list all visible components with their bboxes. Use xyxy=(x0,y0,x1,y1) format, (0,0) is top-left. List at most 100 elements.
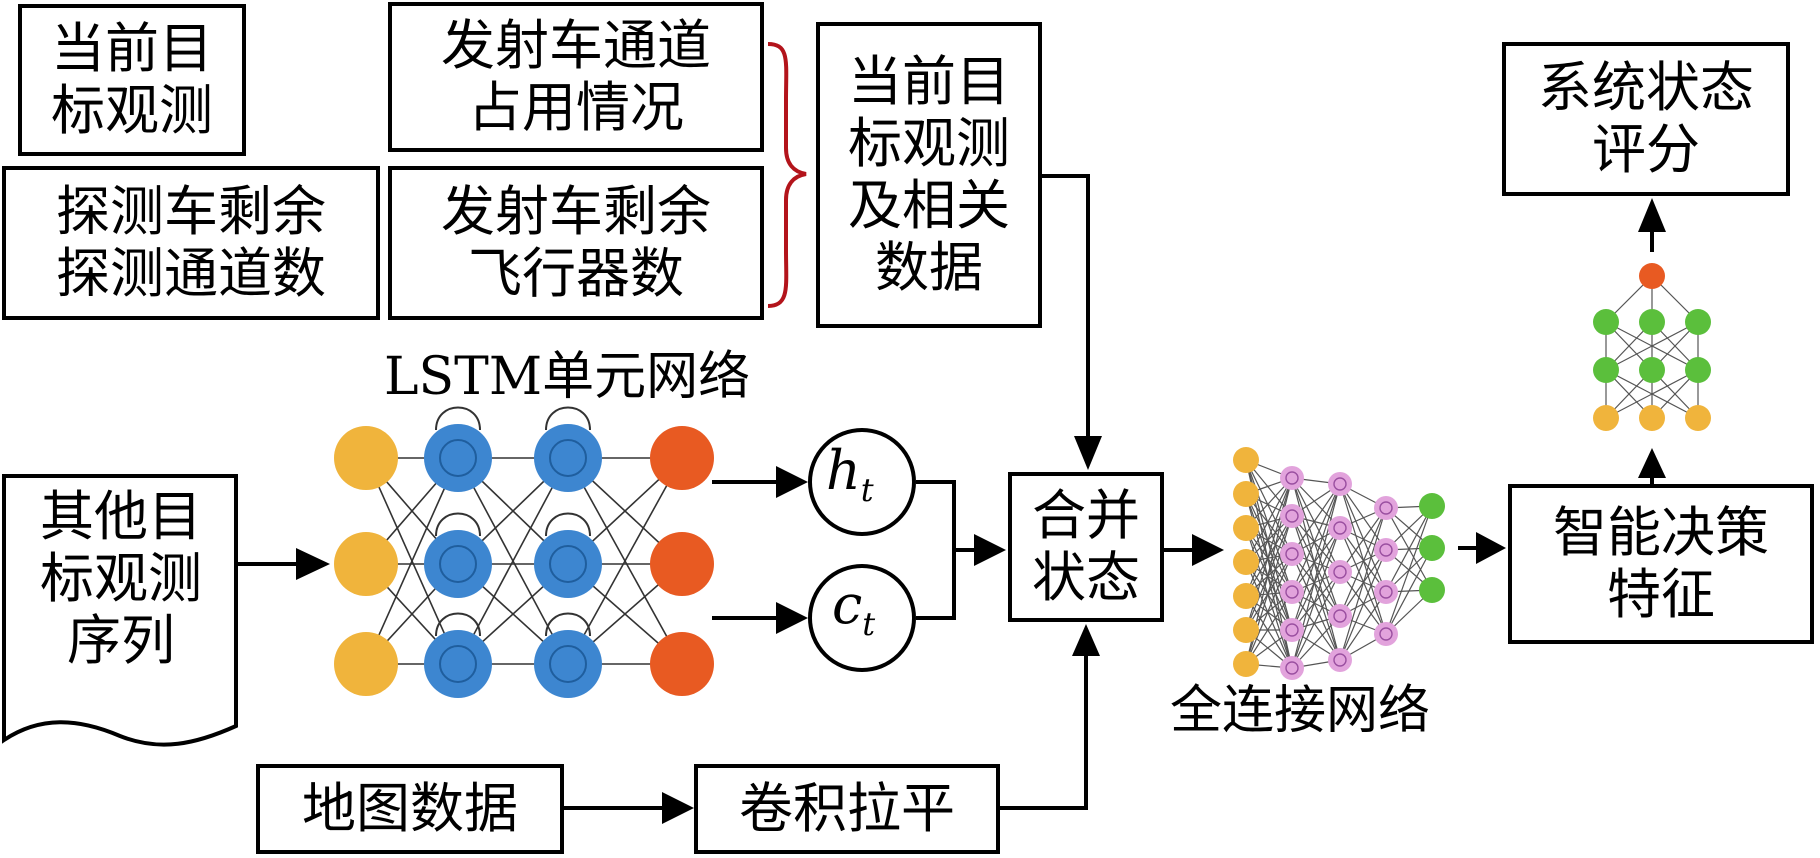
fc-input-node xyxy=(1233,583,1259,609)
network-edge xyxy=(1339,507,1387,617)
ct-var: c xyxy=(832,573,863,636)
lstm-input-node xyxy=(334,426,398,490)
lstm-cell-ring xyxy=(549,439,587,477)
box-line: 标观测 xyxy=(848,112,1010,175)
lstm-output-node xyxy=(650,532,714,596)
box-line: 序列 xyxy=(67,609,175,672)
fc-hidden-node xyxy=(1280,618,1304,642)
network-edge xyxy=(1385,547,1433,635)
lstm-cell-node xyxy=(534,424,602,492)
box-line: 飞行器数 xyxy=(468,242,684,305)
current-observation-and-related-data-box: 当前目 标观测 及相关 数据 xyxy=(816,22,1042,328)
network-edge xyxy=(1245,493,1293,631)
fc-input-node xyxy=(1233,447,1259,473)
score-hidden-node xyxy=(1639,357,1665,383)
fc-hidden-ring xyxy=(1379,501,1393,515)
score-network xyxy=(1593,263,1711,431)
arrowhead xyxy=(776,466,808,498)
network-edge xyxy=(1339,483,1387,593)
box-line: 卷积拉平 xyxy=(739,777,955,840)
arrowhead xyxy=(662,792,694,824)
system-state-score-box: 系统状态 评分 xyxy=(1502,42,1790,196)
ct-sub: t xyxy=(862,604,876,643)
arrowhead xyxy=(1638,448,1666,478)
fc-hidden-ring xyxy=(1285,509,1299,523)
network-edge xyxy=(1291,477,1341,573)
recurrent-loop xyxy=(545,406,591,431)
lstm-cell-node xyxy=(424,630,492,698)
network-edge xyxy=(1291,553,1341,661)
fc-output-node xyxy=(1419,535,1445,561)
network-edge xyxy=(1245,527,1293,593)
launch-vehicle-remaining-aircraft-box: 发射车剩余 飞行器数 xyxy=(388,166,764,320)
recurrent-loop xyxy=(435,612,481,637)
ct-label: ct xyxy=(832,574,875,655)
fc-hidden-node xyxy=(1280,580,1304,604)
fc-hidden-node xyxy=(1280,542,1304,566)
score-input-node xyxy=(1593,405,1619,431)
other-observation-sequence-text: 其他目 标观测 序列 xyxy=(8,486,234,672)
arrowhead xyxy=(1192,534,1224,566)
lstm-input-node xyxy=(334,632,398,696)
fc-input-node xyxy=(1233,651,1259,677)
network-edge xyxy=(1245,477,1293,563)
box-line: 占用情况 xyxy=(468,76,684,139)
box-line: 标观测 xyxy=(51,79,213,142)
current-target-observation-box: 当前目 标观测 xyxy=(18,4,246,156)
score-output-node xyxy=(1639,263,1665,289)
arrowhead xyxy=(974,534,1006,566)
lstm-cell-ring xyxy=(549,645,587,683)
network-edge xyxy=(1245,493,1293,593)
box-line: 评分 xyxy=(1592,118,1700,181)
fc-input-node xyxy=(1233,515,1259,541)
fc-hidden-ring xyxy=(1285,623,1299,637)
merge-state-box: 合并 状态 xyxy=(1008,472,1164,622)
probe-vehicle-remaining-channels-box: 探测车剩余 探测通道数 xyxy=(2,166,380,320)
network-edge xyxy=(1339,527,1387,593)
network-edge xyxy=(1339,527,1387,635)
network-edge xyxy=(1339,571,1387,635)
box-line: 智能决策 xyxy=(1553,501,1769,564)
lstm-output-node xyxy=(650,426,714,490)
fc-hidden-ring xyxy=(1379,543,1393,557)
fc-hidden-node xyxy=(1374,538,1398,562)
fc-output-node xyxy=(1419,577,1445,603)
fc-hidden-ring xyxy=(1333,609,1347,623)
score-hidden-node xyxy=(1593,309,1619,335)
fc-output-node xyxy=(1419,493,1445,519)
fc-input-node xyxy=(1233,617,1259,643)
box-line: 发射车通道 xyxy=(441,14,711,77)
network-edge xyxy=(1339,549,1387,661)
score-hidden-node xyxy=(1639,309,1665,335)
box-line: 数据 xyxy=(875,236,983,299)
fc-hidden-node xyxy=(1374,622,1398,646)
box-line: 地图数据 xyxy=(302,777,518,840)
arrowhead xyxy=(1638,198,1666,232)
ht-sub: t xyxy=(860,470,874,509)
lstm-network xyxy=(334,406,714,698)
ht-label: ht xyxy=(826,440,874,521)
recurrent-loop xyxy=(545,512,591,537)
network-edge xyxy=(1605,369,1699,419)
network-edge xyxy=(1291,515,1341,661)
fully-connected-network xyxy=(1233,447,1445,680)
ht-var: h xyxy=(826,439,861,502)
network-edge xyxy=(1291,527,1341,669)
box-line: 特征 xyxy=(1607,563,1715,626)
fc-hidden-node xyxy=(1280,504,1304,528)
network-edge xyxy=(1245,527,1293,669)
network-edge xyxy=(1245,459,1293,555)
fc-hidden-node xyxy=(1280,466,1304,490)
network-edge xyxy=(1291,571,1341,631)
box-line: 状态 xyxy=(1032,546,1140,609)
arrowhead xyxy=(1074,436,1102,470)
cell-state-ct-circle xyxy=(808,564,916,672)
network-edge xyxy=(1291,477,1341,617)
hidden-state-ht-circle xyxy=(808,428,916,536)
intelligent-decision-feature-box: 智能决策 特征 xyxy=(1508,484,1814,644)
network-edge xyxy=(1245,561,1293,669)
fc-hidden-ring xyxy=(1333,521,1347,535)
lstm-cell-ring xyxy=(439,439,477,477)
box-line: 发射车剩余 xyxy=(441,180,711,243)
network-edge xyxy=(1245,591,1293,665)
